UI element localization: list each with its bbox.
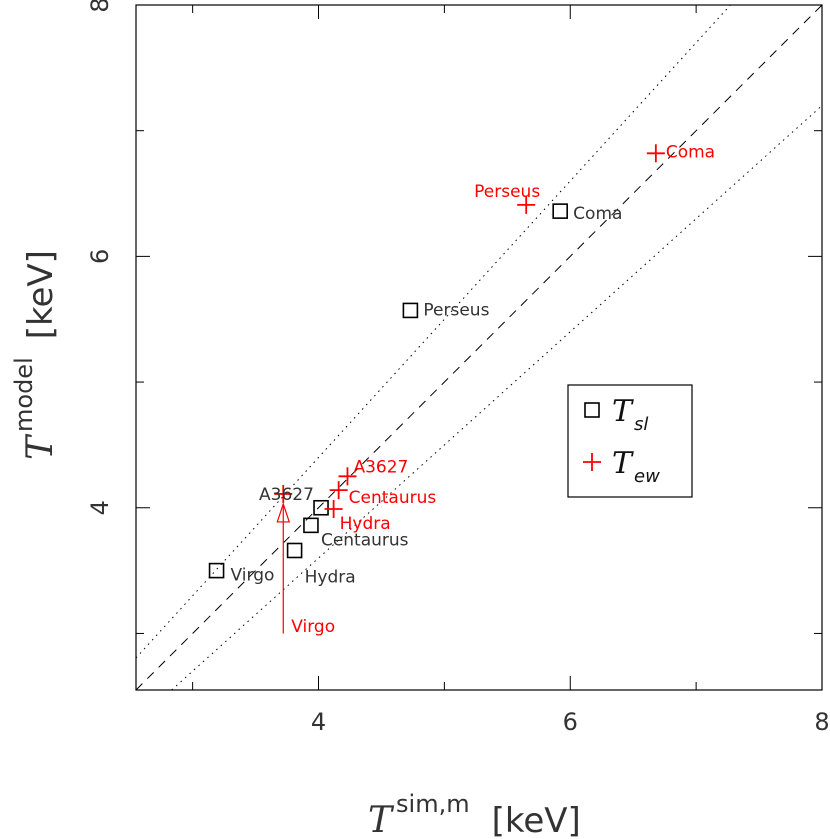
legend-box	[567, 384, 693, 498]
reference-line-dotted	[136, 5, 732, 659]
x-tick-label: 4	[311, 708, 326, 736]
label-sl-a3627: A3627	[259, 485, 314, 505]
y-tick-label: 6	[86, 249, 114, 264]
marker-sl-virgo	[208, 562, 225, 579]
y-axis-unit: [keV]	[21, 250, 61, 339]
reference-line-dotted	[170, 105, 822, 690]
marker-ew-virgo	[274, 484, 293, 503]
label-sl-coma: Coma	[573, 204, 622, 224]
x-tick-label: 8	[814, 708, 829, 736]
x-axis-symbol: T	[368, 800, 395, 839]
label-ew-perseus: Perseus	[474, 182, 540, 202]
label-sl-virgo: Virgo	[231, 566, 275, 586]
label-ew-coma: Coma	[666, 142, 715, 162]
y-axis-title: Tmodel [keV]	[10, 250, 61, 460]
marker-sl-coma	[552, 203, 568, 219]
data-points	[208, 144, 665, 634]
marker-sl-a3627	[313, 499, 329, 516]
legend-marker-ew	[583, 453, 601, 471]
y-tick-label: 8	[86, 0, 114, 13]
plot-border	[135, 4, 823, 691]
marker-ew-hydra	[324, 500, 343, 519]
label-ew-virgo: Virgo	[291, 617, 335, 637]
x-axis-unit: [keV]	[492, 801, 581, 839]
marker-ew-coma	[646, 144, 665, 163]
y-tick-label: 4	[86, 500, 114, 515]
reference-line-dashed	[136, 5, 822, 690]
marker-ew-a3627	[338, 467, 357, 486]
marker-sl-perseus	[402, 302, 419, 319]
label-sl-hydra: Hydra	[305, 567, 356, 587]
marker-sl-hydra	[286, 542, 303, 559]
marker-sl-centaurus	[303, 517, 319, 534]
x-axis-superscript: sim,m	[396, 790, 470, 818]
y-axis-superscript: model	[10, 357, 38, 432]
label-sl-perseus: Perseus	[423, 300, 489, 320]
label-sl-centaurus: Centaurus	[321, 530, 409, 550]
plot-frame	[135, 4, 823, 691]
label-ew-centaurus: Centaurus	[349, 488, 437, 508]
legend-marker-sl	[584, 402, 600, 418]
x-tick-label: 6	[563, 708, 578, 736]
marker-ew-perseus	[517, 195, 536, 214]
y-axis-symbol: T	[20, 433, 61, 460]
reference-lines	[136, 5, 822, 690]
marker-ew-centaurus	[329, 481, 348, 500]
label-ew-a3627: A3627	[353, 457, 408, 477]
label-ew-hydra: Hydra	[340, 514, 391, 534]
axis-ticks: 4 6 8 4 6 8	[86, 0, 830, 736]
upper-limit-arrow-head-virgo	[276, 502, 291, 523]
